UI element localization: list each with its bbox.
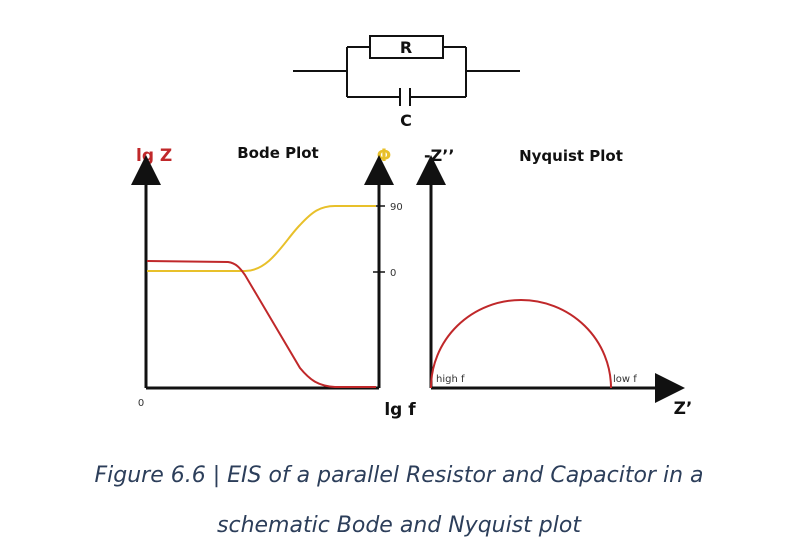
figure-caption-line-1: Figure 6.6 | EIS of a parallel Resistor …	[94, 463, 704, 488]
phase-tick-label-0: 0	[390, 268, 396, 279]
bode-origin-label: 0	[138, 398, 144, 409]
nyquist-arc	[430, 299, 612, 389]
eis-figure: R C Bode Plot lg Z Φ 90 0 0 lg f Nyquist…	[131, 35, 693, 420]
bode-y-left-label: lg Z	[136, 146, 172, 166]
figure-caption-line-2: schematic Bode and Nyquist plot	[217, 513, 581, 538]
nyquist-title: Nyquist Plot	[519, 147, 623, 165]
bode-x-label: lg f	[384, 400, 416, 420]
bode-y-right-label: Φ	[377, 146, 391, 166]
bode-title: Bode Plot	[237, 144, 318, 162]
capacitor-label: C	[400, 111, 412, 130]
nyquist-y-label: -Z’’	[424, 146, 454, 165]
bode-phase-curve	[147, 205, 376, 272]
nyquist-low-f-label: low f	[613, 374, 637, 385]
resistor-label: R	[400, 38, 412, 57]
nyquist-plot: Nyquist Plot -Z’’ high f low f Z’	[416, 146, 693, 419]
nyquist-x-label: Z’	[674, 399, 693, 419]
circuit-diagram	[293, 35, 520, 106]
bode-impedance-curve	[146, 260, 376, 388]
resistor-symbol	[369, 35, 444, 59]
nyquist-high-f-label: high f	[436, 374, 465, 385]
phase-tick-label-90: 90	[390, 202, 403, 213]
bode-plot: Bode Plot lg Z Φ 90 0 0 lg f	[131, 144, 416, 420]
